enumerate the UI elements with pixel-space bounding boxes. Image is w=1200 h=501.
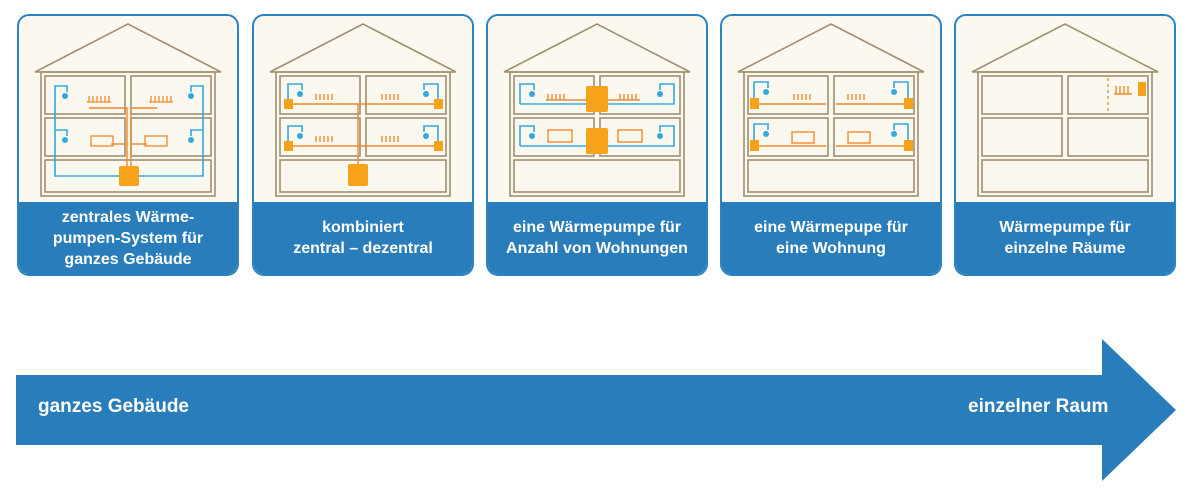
house-icon <box>488 16 706 204</box>
card-caption: zentrales Wärme- pumpen-System für ganze… <box>19 202 237 274</box>
card-caption: eine Wärmepumpe für Anzahl von Wohnungen <box>488 202 706 274</box>
heat-pump-icon <box>119 166 139 186</box>
house-icon <box>19 16 237 204</box>
room-heat-pump-icon <box>1138 82 1146 96</box>
card-central-system: zentrales Wärme- pumpen-System für ganze… <box>17 14 239 276</box>
arrow-label-left: ganzes Gebäude <box>38 396 189 417</box>
arrow-label-right: einzelner Raum <box>968 396 1109 417</box>
card-multi-apartment-pump: eine Wärmepumpe für Anzahl von Wohnungen <box>486 14 708 276</box>
card-caption: Wärmepumpe für einzelne Räume <box>956 202 1174 274</box>
card-caption: kombiniert zentral – dezentral <box>254 202 472 274</box>
house-icon <box>254 16 472 204</box>
card-combined-system: kombiniert zentral – dezentral <box>252 14 474 276</box>
card-single-room-pump: Wärmepumpe für einzelne Räume <box>954 14 1176 276</box>
card-caption: eine Wärmepupe für eine Wohnung <box>722 202 940 274</box>
house-icon <box>722 16 940 204</box>
scale-arrow <box>16 339 1176 481</box>
card-single-apartment-pump: eine Wärmepupe für eine Wohnung <box>720 14 942 276</box>
house-icon <box>956 16 1174 204</box>
